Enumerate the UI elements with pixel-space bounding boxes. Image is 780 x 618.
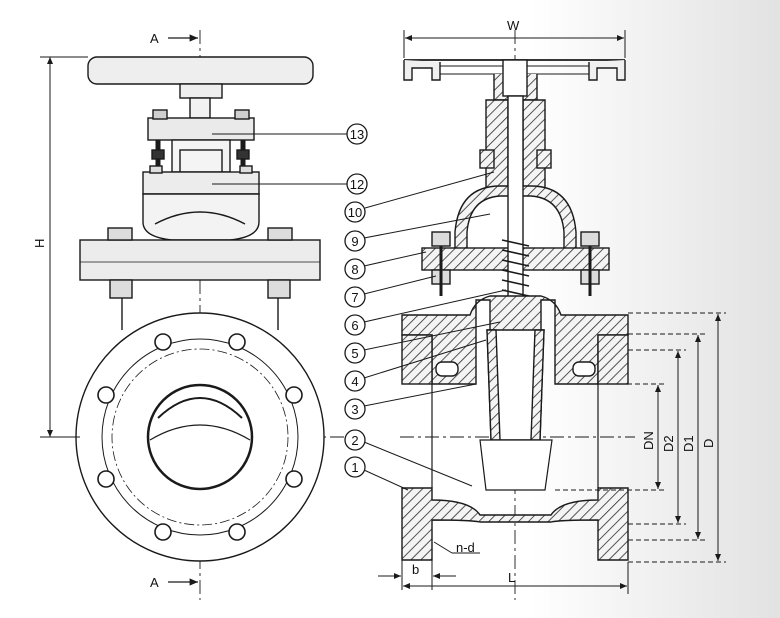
wedge [479, 329, 553, 491]
svg-text:b: b [412, 562, 419, 577]
yoke-bolts [151, 140, 250, 170]
section-marker-bottom: A [150, 575, 198, 590]
dimension-d1: D1 [628, 333, 706, 541]
callout-6: 6 [344, 289, 507, 336]
callout-12: 12 [212, 173, 368, 195]
svg-text:W: W [507, 18, 520, 33]
dimension-h: H [32, 56, 88, 438]
section-view [400, 30, 635, 600]
svg-text:9: 9 [351, 234, 358, 249]
dimension-w: W [403, 18, 626, 58]
svg-text:1: 1 [351, 460, 358, 475]
end-flange [75, 312, 325, 562]
svg-text:3: 3 [351, 402, 358, 417]
bolt-holes [97, 333, 303, 541]
svg-text:10: 10 [348, 205, 362, 220]
handwheel [87, 56, 314, 99]
svg-text:A: A [150, 31, 159, 46]
callout-3: 3 [344, 383, 477, 420]
svg-text:2: 2 [351, 433, 358, 448]
callout-10: 10 [344, 171, 495, 223]
section-marker-top: A [150, 31, 198, 46]
dimension-l: L [403, 562, 629, 594]
bolt-hole-leader: n-d [433, 540, 480, 555]
svg-text:H: H [32, 239, 47, 248]
svg-text:D: D [701, 439, 716, 448]
svg-text:DN: DN [641, 431, 656, 450]
callout-8: 8 [344, 251, 427, 280]
svg-text:12: 12 [350, 177, 364, 192]
svg-text:13: 13 [350, 127, 364, 142]
svg-text:L: L [508, 570, 515, 585]
svg-text:8: 8 [351, 262, 358, 277]
svg-text:7: 7 [351, 290, 358, 305]
callout-9: 9 [344, 213, 491, 252]
front-view [55, 30, 345, 600]
callout-2: 2 [344, 429, 473, 487]
dimension-dn: DN [555, 383, 665, 491]
dimension-d: D [628, 312, 726, 563]
svg-text:D2: D2 [661, 435, 676, 452]
svg-text:D1: D1 [681, 435, 696, 452]
callout-13: 13 [212, 123, 368, 145]
callout-4: 4 [344, 339, 487, 392]
callout-7: 7 [344, 275, 437, 308]
svg-text:A: A [150, 575, 159, 590]
svg-text:6: 6 [351, 318, 358, 333]
callout-1: 1 [344, 456, 409, 491]
bonnet-flange [79, 227, 321, 299]
bonnet [142, 193, 260, 241]
svg-text:n-d: n-d [456, 540, 475, 555]
dimension-b: b [378, 560, 456, 590]
svg-text:4: 4 [351, 374, 358, 389]
dimension-d2: D2 [628, 349, 686, 525]
svg-text:5: 5 [351, 346, 358, 361]
callout-5: 5 [344, 321, 501, 364]
